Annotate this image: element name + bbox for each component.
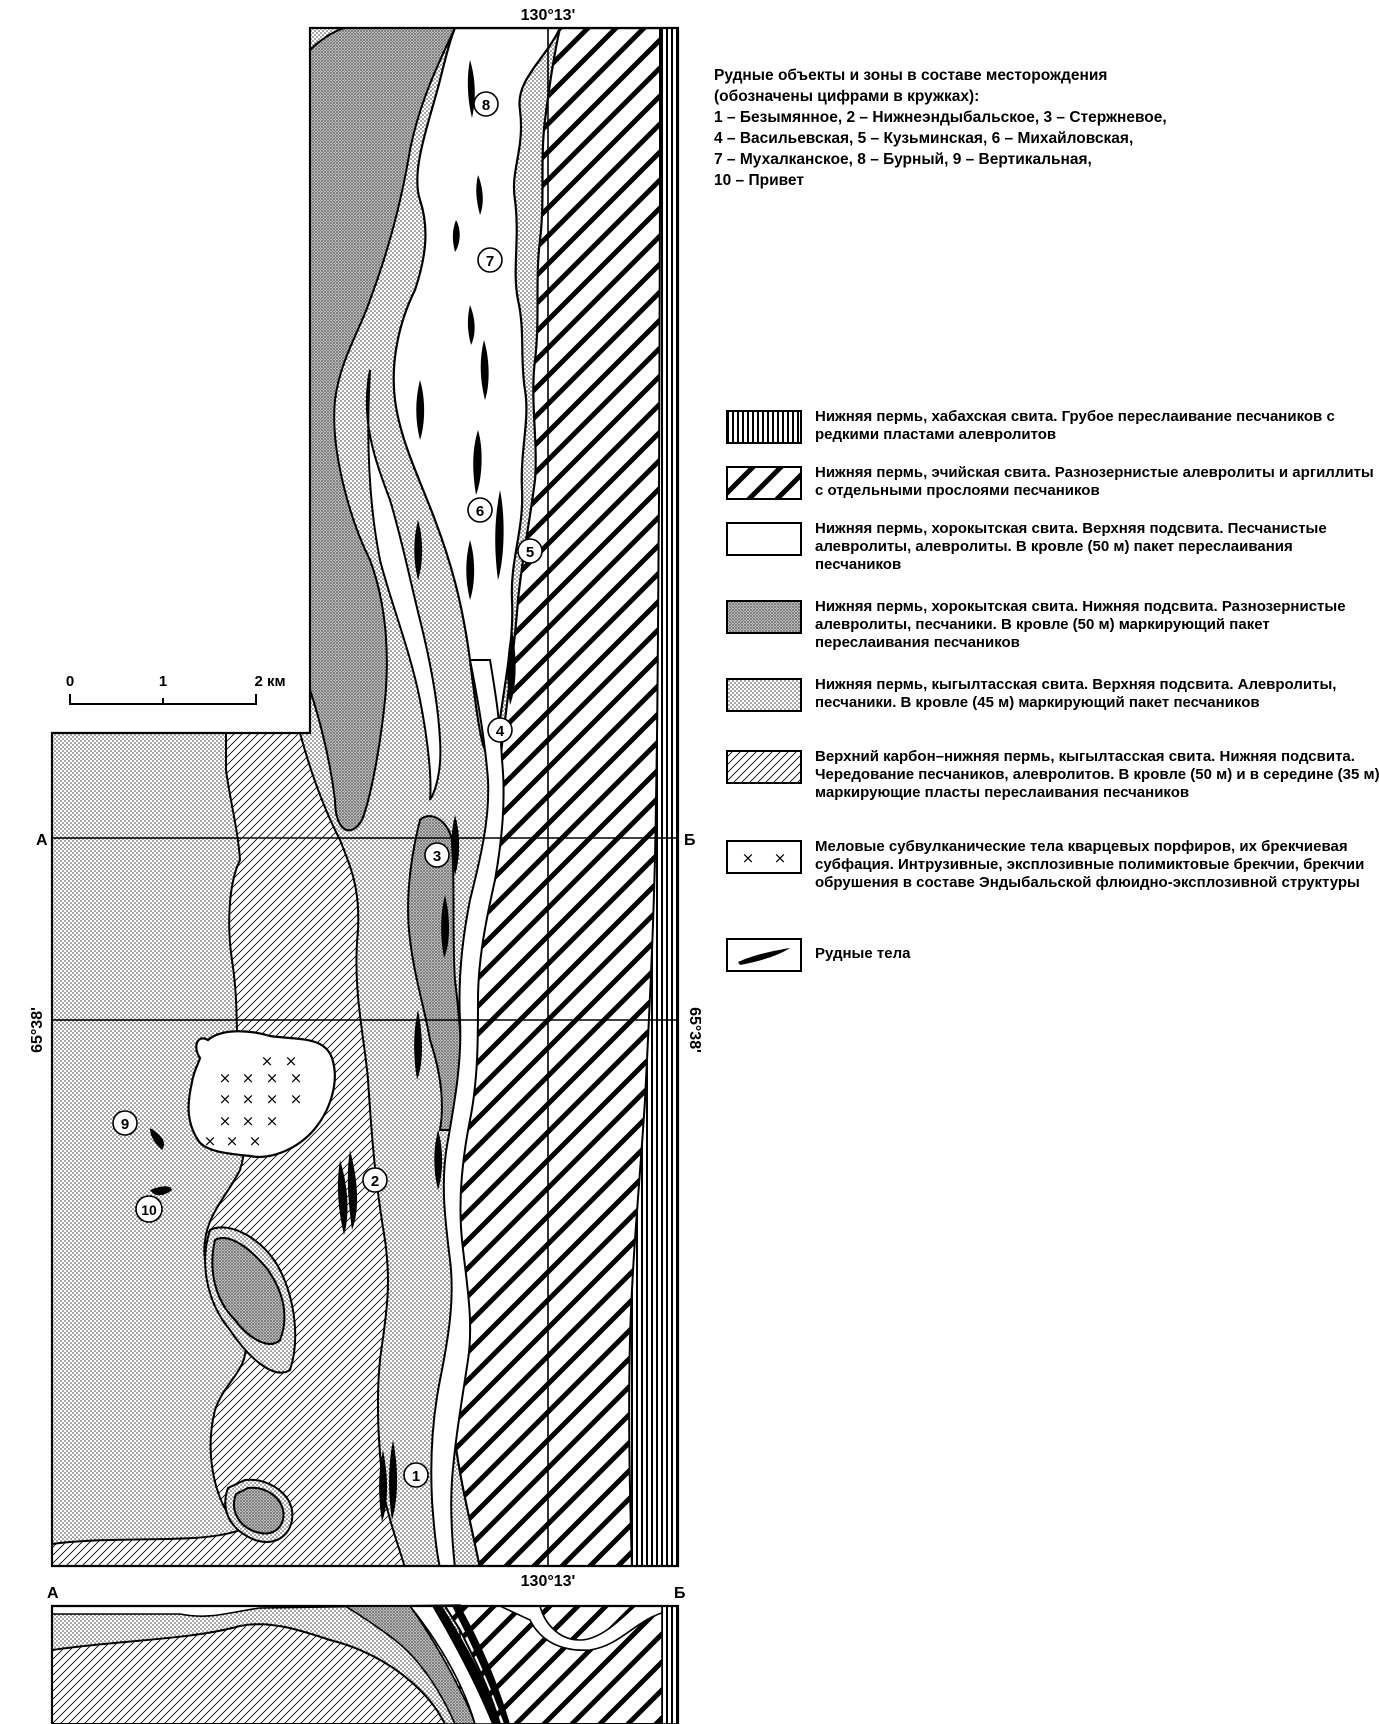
swatch-crosses: × × (726, 840, 802, 874)
ore-object-3: 3 (433, 848, 441, 865)
section-label-b: Б (674, 1585, 686, 1602)
ore-object-9: 9 (121, 1116, 129, 1133)
svg-text:×: × (242, 1069, 255, 1087)
section-label-right: Б (684, 832, 696, 849)
scale-label-2: 2 км (254, 673, 285, 690)
ore-object-6: 6 (476, 503, 484, 520)
svg-text:×: × (261, 1052, 274, 1070)
longitude-label-bottom: 130°13' (521, 1573, 576, 1590)
ore-objects-line: 4 – Васильевская, 5 – Кузьминская, 6 – М… (714, 130, 1134, 147)
legend-text: Верхний карбон–нижняя пермь, кыгылтасска… (815, 748, 1379, 801)
subvolcanic-body (187, 1030, 336, 1158)
svg-text:×: × (219, 1090, 232, 1108)
svg-text:×: × (290, 1090, 303, 1108)
svg-text:×: × (285, 1052, 298, 1070)
ore-object-2: 2 (371, 1173, 379, 1190)
svg-text:×: × (249, 1132, 262, 1150)
legend-text: Нижняя пермь, кыгылтасская свита. Верхня… (815, 676, 1337, 711)
svg-text:×: × (242, 1112, 255, 1130)
svg-text:×: × (774, 849, 787, 867)
ore-object-4: 4 (496, 723, 505, 740)
latitude-label-left: 65°38' (29, 1007, 46, 1053)
unit-khabakh (628, 28, 678, 1566)
section-label-a: А (47, 1585, 59, 1602)
svg-text:×: × (266, 1090, 279, 1108)
svg-text:×: × (242, 1090, 255, 1108)
svg-text:×: × (742, 849, 755, 867)
ore-object-1: 1 (412, 1468, 420, 1485)
ore-object-7: 7 (486, 253, 494, 270)
ore-bodies (150, 60, 516, 1522)
map-frame (50, 26, 680, 1568)
legend-text: Нижняя пермь, хорокытская свита. Нижняя … (815, 598, 1346, 651)
ore-objects-line: 10 – Привет (714, 172, 804, 189)
svg-text:×: × (219, 1112, 232, 1130)
ore-objects-title: Рудные объекты и зоны в составе месторож… (714, 67, 1108, 84)
swatch-dense-dots (726, 600, 802, 634)
swatch-vertical-lines (726, 410, 802, 444)
scale-bar: 0 1 2 км (66, 673, 286, 705)
ore-objects-description: Рудные объекты и зоны в составе месторож… (714, 65, 1354, 191)
legend-text: Нижняя пермь, хорокытская свита. Верхняя… (815, 520, 1327, 573)
legend-text: Нижняя пермь, хабахская свита. Грубое пе… (815, 408, 1335, 443)
section-label-left: А (36, 832, 48, 849)
svg-text:×: × (266, 1112, 279, 1130)
latitude-label-right: 65°38' (686, 1007, 703, 1053)
scale-label-0: 0 (66, 673, 74, 690)
swatch-diagonal-thin (726, 750, 802, 784)
swatch-blank (726, 522, 802, 556)
legend-text: Меловые субвулканические тела кварцевых … (815, 838, 1365, 891)
ore-objects-line: 7 – Мухалканское, 8 – Бурный, 9 – Вертик… (714, 151, 1092, 168)
ore-object-markers: 1 2 3 4 5 6 7 8 9 10 (112, 91, 543, 1488)
swatch-diagonal-thick (726, 466, 802, 500)
unit-khorokyt-lower (309, 28, 457, 832)
svg-text:×: × (204, 1132, 217, 1150)
svg-text:×: × (266, 1069, 279, 1087)
longitude-label-top: 130°13' (521, 7, 576, 24)
cross-section (52, 1604, 678, 1724)
ore-objects-subtitle: (обозначены цифрами в кружках): (714, 88, 980, 105)
svg-text:×: × (226, 1132, 239, 1150)
svg-text:×: × (219, 1069, 232, 1087)
swatch-ore-body (726, 938, 802, 972)
ore-object-8: 8 (482, 97, 490, 114)
swatch-light-dots (726, 678, 802, 712)
scale-label-1: 1 (159, 673, 167, 690)
ore-object-10: 10 (141, 1202, 157, 1218)
ore-objects-line: 1 – Безымянное, 2 – Нижнеэндыбальское, 3… (714, 109, 1167, 126)
legend-text: Нижняя пермь, эчийская свита. Разнозерни… (815, 464, 1374, 499)
ore-object-5: 5 (526, 544, 534, 561)
legend-text: Рудные тела (815, 945, 911, 962)
svg-text:×: × (290, 1069, 303, 1087)
